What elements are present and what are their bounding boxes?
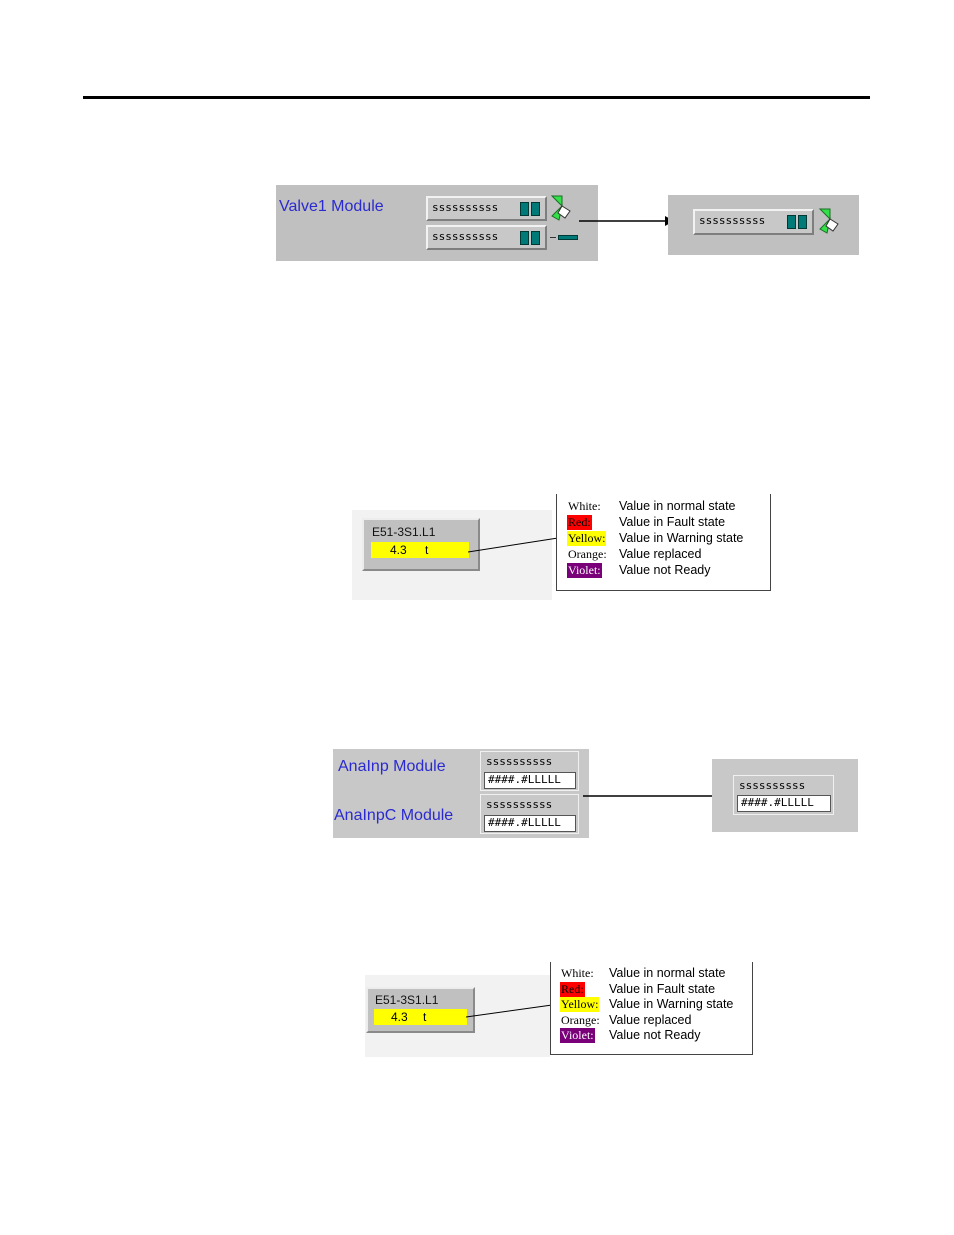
- legend-row-yellow: Yellow: Value in Warning state: [551, 997, 761, 1013]
- legend-desc-yellow: Value in Warning state: [619, 531, 744, 545]
- legend-color-violet: Violet:: [567, 563, 602, 578]
- anainp-display-1[interactable]: ssssssssss ####.#LLLLL: [480, 751, 579, 791]
- tag-display[interactable]: E51-3S1.L1 4.3 t: [362, 518, 480, 571]
- tag-display[interactable]: E51-3S1.L1 4.3 t: [366, 987, 475, 1033]
- anainp-module-label: AnaInp Module: [338, 758, 446, 775]
- legend-row-red: Red: Value in Fault state: [551, 982, 761, 998]
- anainp-1-tag: ssssssssss: [486, 755, 553, 768]
- status-led-icon: [787, 215, 796, 229]
- anainp-2-value: ####.#LLLLL: [484, 815, 576, 832]
- legend-desc-white: Value in normal state: [609, 966, 726, 980]
- legend-desc-red: Value in Fault state: [619, 515, 726, 529]
- legend-row-violet: Violet: Value not Ready: [557, 563, 767, 579]
- tag-value: 4.3: [390, 543, 407, 557]
- legend-connector-line: [466, 1004, 553, 1018]
- tag-value-field: 4.3 t: [371, 542, 469, 558]
- status-led-icon: [531, 202, 540, 216]
- legend-desc-violet: Value not Ready: [609, 1028, 701, 1042]
- anainpc-module-label: AnaInpC Module: [334, 807, 454, 824]
- legend-color-orange: Orange:: [561, 1013, 600, 1027]
- flow-arrow: [579, 216, 674, 226]
- anainp-1-value: ####.#LLLLL: [484, 772, 576, 789]
- legend-color-white: White:: [561, 966, 594, 980]
- tag-value-field: 4.3 t: [374, 1009, 467, 1025]
- valve-closed-line-icon: [550, 237, 556, 238]
- legend-row-orange: Orange: Value replaced: [557, 547, 767, 563]
- legend-desc-orange: Value replaced: [619, 547, 702, 561]
- legend-color-yellow: Yellow:: [560, 997, 600, 1012]
- tag-name: E51-3S1.L1: [372, 525, 436, 539]
- valve-module-label: Valve1 Module: [279, 198, 384, 215]
- legend-row-red: Red: Value in Fault state: [557, 515, 767, 531]
- status-led-icon: [520, 202, 529, 216]
- legend-desc-white: Value in normal state: [619, 499, 736, 513]
- valve-result-panel: ssssssssss: [668, 195, 859, 255]
- status-led-icon: [798, 215, 807, 229]
- valve-closed-bar-icon: [558, 235, 578, 240]
- valve-status-field-1[interactable]: ssssssssss: [426, 196, 547, 221]
- legend-desc-violet: Value not Ready: [619, 563, 711, 577]
- tag-name: E51-3S1.L1: [375, 993, 439, 1007]
- legend-color-red: Red:: [560, 982, 585, 997]
- legend-color-orange: Orange:: [568, 547, 607, 561]
- legend-row-white: White: Value in normal state: [551, 966, 761, 982]
- analog-module-panel: AnaInp Module AnaInpC Module ssssssssss …: [333, 749, 589, 838]
- legend-color-white: White:: [568, 499, 601, 513]
- valve-result-field[interactable]: ssssssssss: [693, 209, 814, 235]
- analog-result-panel: ssssssssss ####.#LLLLL: [712, 759, 858, 832]
- valve-field-2-text: ssssssssss: [432, 230, 499, 243]
- tag-value: 4.3: [391, 1010, 408, 1024]
- color-legend: White: Value in normal state Red: Value …: [550, 962, 753, 1055]
- legend-color-yellow: Yellow:: [567, 531, 607, 546]
- legend-color-red: Red:: [567, 515, 592, 530]
- valve-result-text: ssssssssss: [699, 214, 766, 227]
- status-led-icon: [520, 231, 529, 245]
- legend-desc-yellow: Value in Warning state: [609, 997, 734, 1011]
- tag-unit: t: [425, 543, 429, 557]
- legend-desc-red: Value in Fault state: [609, 982, 716, 996]
- analog-result-tag: ssssssssss: [739, 779, 806, 792]
- valve-open-icon: [818, 208, 839, 234]
- legend-row-yellow: Yellow: Value in Warning state: [557, 531, 767, 547]
- valve-open-icon: [550, 195, 571, 221]
- valve-field-1-text: ssssssssss: [432, 201, 499, 214]
- legend-row-violet: Violet: Value not Ready: [551, 1028, 761, 1044]
- valve-module-panel: Valve1 Module ssssssssss ssssssssss: [276, 185, 598, 261]
- tag-unit: t: [423, 1010, 427, 1024]
- anainp-display-2[interactable]: ssssssssss ####.#LLLLL: [480, 794, 579, 834]
- legend-connector-line: [468, 537, 559, 553]
- color-legend: White: Value in normal state Red: Value …: [556, 494, 771, 591]
- analog-result-display[interactable]: ssssssssss ####.#LLLLL: [733, 775, 834, 815]
- analog-result-value: ####.#LLLLL: [737, 795, 831, 812]
- legend-row-white: White: Value in normal state: [557, 499, 767, 515]
- legend-desc-orange: Value replaced: [609, 1013, 692, 1027]
- legend-color-violet: Violet:: [560, 1028, 595, 1043]
- valve-status-field-2[interactable]: ssssssssss: [426, 225, 547, 250]
- header-rule: [83, 96, 870, 99]
- legend-row-orange: Orange: Value replaced: [551, 1013, 761, 1029]
- flow-arrow: [583, 791, 729, 801]
- status-led-icon: [531, 231, 540, 245]
- anainp-2-tag: ssssssssss: [486, 798, 553, 811]
